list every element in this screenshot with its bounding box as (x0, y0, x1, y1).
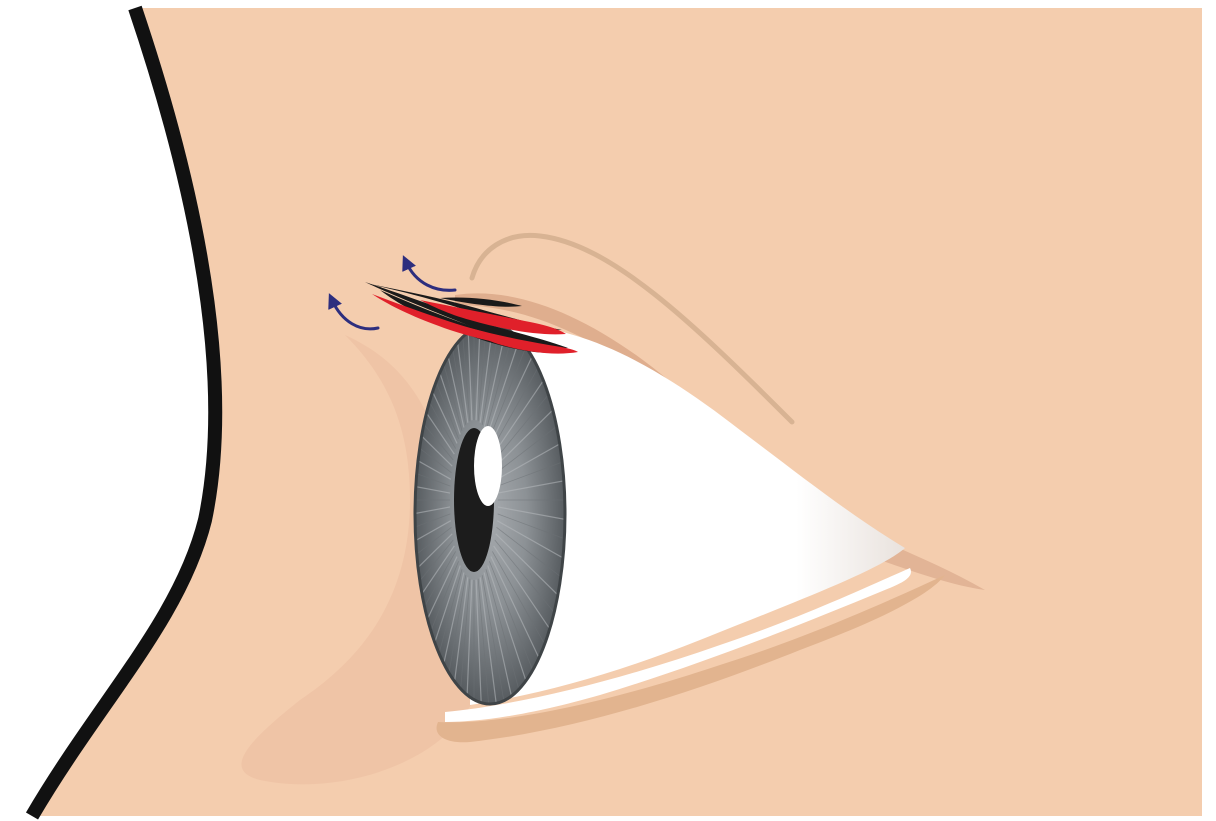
eye-highlight (474, 426, 502, 506)
